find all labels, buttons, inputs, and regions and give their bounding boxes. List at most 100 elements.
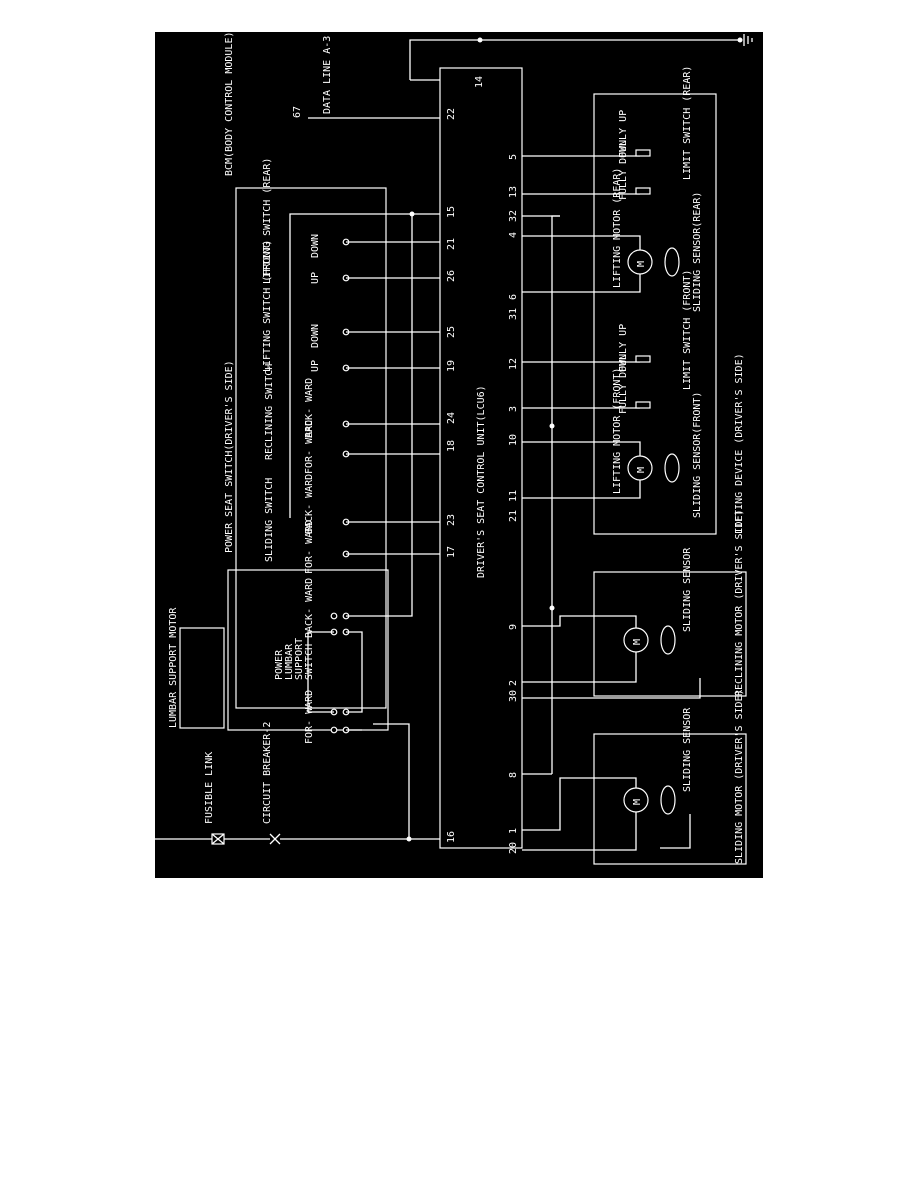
svg-text:13: 13 [508, 186, 519, 198]
bcm-label: BCM(BODY CONTROL MODULE) [224, 32, 235, 177]
svg-text:11: 11 [508, 490, 519, 502]
lifting-rear-unit: M [522, 149, 680, 293]
switch-common-wire [376, 213, 440, 617]
lcu-label: DRIVER'S SEAT CONTROL UNIT(LCU6) [476, 385, 487, 578]
svg-text:2: 2 [508, 680, 519, 686]
lumbar-motor-box [179, 627, 225, 729]
circuit-breaker [269, 833, 281, 845]
svg-text:23: 23 [446, 514, 457, 526]
reclining-switch-label: RECLINING SWITCH [264, 364, 275, 460]
lumbar-switch-contacts [307, 612, 376, 734]
ground-icon [743, 34, 753, 46]
limit-switch-front-label: LIMIT SWITCH (FRONT) [682, 270, 693, 390]
reclining-motor-label: RECLINING MOTOR (DRIVER'S SIDE) [734, 509, 745, 696]
battery-label: BATTERY [14, 832, 25, 874]
fusible-link-label: FUSIBLE LINK [204, 752, 215, 824]
lifting-device-box [593, 93, 717, 535]
fully-up-rear-label: FULLY UP [618, 110, 629, 158]
svg-text:12: 12 [508, 358, 519, 370]
lcu-box [439, 67, 523, 849]
lcu-bottom-pins: 20 1 8 30 2 9 21 11 10 3 12 31 6 4 32 13… [508, 154, 519, 854]
lumbar-switch-label-1: POWER [274, 649, 285, 680]
svg-text:1: 1 [508, 828, 519, 834]
svg-text:14: 14 [474, 76, 485, 88]
sliding-motor-box [593, 733, 747, 865]
svg-text:32: 32 [508, 210, 519, 222]
svg-text:M: M [632, 639, 643, 645]
fully-down-front-label: FULLY DOWN [618, 354, 629, 414]
svg-text:6: 6 [508, 294, 519, 300]
svg-text:8: 8 [508, 772, 519, 778]
diagram-background [155, 32, 763, 878]
lumbar-backward-label: BACK- WARD [304, 578, 315, 638]
sliding-forward-label: FOR- WARD [304, 520, 315, 574]
sliding-motor-unit: M [522, 773, 691, 851]
lifting-switch-rear-label: LIFTING SWITCH (REAR) [262, 158, 273, 284]
reclining-sensor-label: SLIDING SENSOR [682, 547, 693, 632]
reclining-switch-contacts [342, 420, 440, 458]
limit-switch-rear-label: LIMIT SWITCH (REAR) [682, 66, 693, 180]
svg-text:17: 17 [446, 546, 457, 558]
lumbar-switch-label-4: SWITCH [304, 644, 315, 680]
lifting-motor-rear-label: LIFTING MOTOR (REAR) [612, 168, 623, 288]
lcu-top-pins: 16 17 23 18 24 19 25 26 21 15 22 14 [446, 76, 485, 843]
lumbar-feed-wire [373, 723, 410, 839]
fully-down-rear-label: FULLY DOWN [618, 140, 629, 200]
reclining-motor-box [593, 571, 747, 697]
power-seat-switch-box [235, 187, 387, 709]
reclining-backward-label: BACK- WARD [304, 378, 315, 438]
ground-wire [409, 39, 740, 81]
svg-text:26: 26 [446, 270, 457, 282]
svg-text:9: 9 [508, 624, 519, 630]
svg-text:3: 3 [508, 406, 519, 412]
lifting-device-label: LIFTING DEVICE (DRIVER'S SIDE) [734, 353, 745, 534]
svg-text:22: 22 [446, 108, 457, 120]
data-line-label: DATA LINE A-3 [322, 36, 333, 114]
svg-text:5: 5 [508, 154, 519, 160]
lifting-motor-front-label: LIFTING MOTOR (FRONT) [612, 368, 623, 494]
lifting-front-unit: M [522, 355, 680, 499]
sliding-sensor-front-label: SLIDING SENSOR(FRONT) [692, 392, 703, 518]
svg-text:24: 24 [446, 412, 457, 424]
reclining-forward-label: FOR- WARD [304, 420, 315, 474]
svg-text:21: 21 [508, 510, 519, 522]
reclining-motor-unit: M [522, 615, 701, 699]
switch-bus-wire [289, 213, 412, 518]
lumbar-switch-label-2: LUMBAR [284, 643, 295, 680]
sliding-motor-label: SLIDING MOTOR (DRIVER'S SIDE) [734, 689, 745, 864]
svg-text:20: 20 [508, 842, 519, 854]
svg-text:M: M [636, 467, 647, 473]
svg-text:M: M [636, 261, 647, 267]
svg-text:31: 31 [508, 308, 519, 320]
svg-text:19: 19 [446, 360, 457, 372]
svg-text:16: 16 [446, 831, 457, 843]
sliding-switch-label: SLIDING SWITCH [264, 478, 275, 562]
svg-text:15: 15 [446, 206, 457, 218]
lifting-front-down-label: DOWN [310, 324, 321, 348]
sliding-backward-label: BACK- WARD [304, 474, 315, 534]
sliding-sensor-rear-label: SLIDING SENSOR(REAR) [692, 192, 703, 312]
lifting-switch-front-contacts [342, 328, 440, 372]
svg-text:30: 30 [508, 690, 519, 702]
bcm-box [227, 569, 389, 731]
svg-text:25: 25 [446, 326, 457, 338]
bcm-pin: 67 [292, 106, 303, 118]
battery-box [0, 823, 29, 879]
circuit-breaker-label: CIRCUIT BREAKER-2 [262, 722, 273, 824]
fully-up-front-label: FULLY UP [618, 324, 629, 372]
svg-text:4: 4 [508, 232, 519, 238]
lumbar-motor-label: LUMBAR SUPPORT MOTOR [168, 607, 179, 728]
lifting-switch-front-label: LIFTING SWITCH (FRONT) [262, 240, 273, 372]
sliding-sensor-label: SLIDING SENSOR [682, 707, 693, 792]
lifting-rear-up-label: UP [310, 272, 321, 284]
svg-text:18: 18 [446, 440, 457, 452]
lifting-front-up-label: UP [310, 360, 321, 372]
sliding-switch-contacts [342, 518, 440, 558]
lumbar-forward-label: FOR- WARD [304, 690, 315, 744]
svg-text:21: 21 [446, 238, 457, 250]
lumbar-switch-label-3: SUPPORT [294, 638, 305, 680]
lifting-rear-down-label: DOWN [310, 234, 321, 258]
svg-text:10: 10 [508, 434, 519, 446]
lifting-switch-rear-contacts [342, 238, 440, 282]
